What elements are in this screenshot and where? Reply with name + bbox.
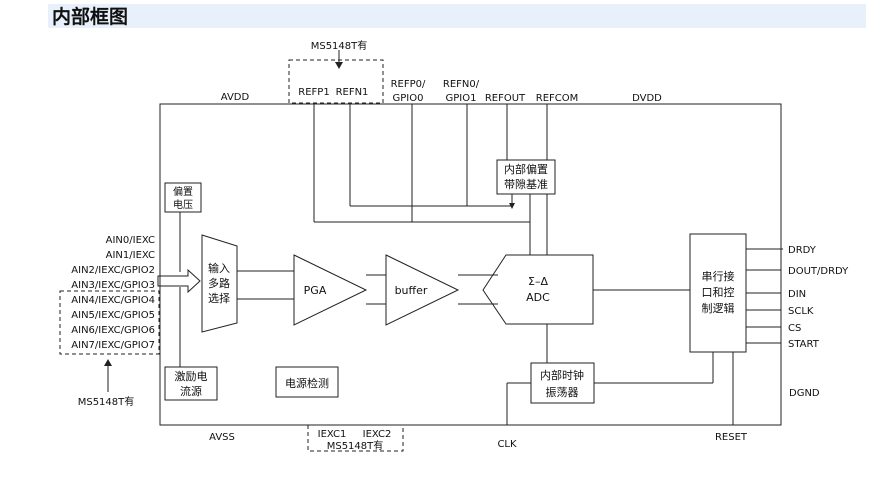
adc-label-1: Σ–Δ bbox=[528, 275, 548, 288]
ref-label-1: 内部偏置 bbox=[504, 162, 548, 176]
serial-label-2: 口和控 bbox=[702, 285, 735, 299]
refp1-label: REFP1 bbox=[298, 87, 329, 98]
dvdd-label: DVDD bbox=[632, 93, 662, 104]
power-detect-label: 电源检测 bbox=[285, 376, 329, 390]
pin-drdy: DRDY bbox=[788, 245, 817, 256]
adc-block bbox=[482, 254, 594, 325]
clock-label-1: 内部时钟 bbox=[540, 368, 584, 382]
page-title: 内部框图 bbox=[52, 6, 129, 28]
pin-dgnd: DGND bbox=[789, 388, 820, 399]
refout-label: REFOUT bbox=[485, 93, 526, 104]
pin-ain5: AIN5/IEXC/GPIO5 bbox=[71, 310, 155, 321]
refcom-label: REFCOM bbox=[536, 93, 579, 104]
reset-label: RESET bbox=[715, 432, 748, 443]
chip-outline bbox=[159, 103, 782, 426]
bottom-note-label: MS5148T有 bbox=[327, 439, 384, 452]
excitation-label-2: 流源 bbox=[180, 384, 202, 398]
gpio0-label: GPIO0 bbox=[393, 93, 424, 104]
avss-label: AVSS bbox=[209, 432, 235, 443]
input-arrow bbox=[157, 268, 201, 294]
title-bar bbox=[48, 4, 866, 28]
refn0-label: REFN0/ bbox=[443, 79, 480, 90]
clk-label: CLK bbox=[497, 439, 517, 450]
ref-label-2: 带隙基准 bbox=[504, 177, 548, 191]
excitation-source-block bbox=[164, 366, 218, 401]
mux-label-2: 多路 bbox=[208, 276, 230, 290]
bottom-note-box bbox=[307, 424, 404, 452]
serial-label-1: 串行接 bbox=[702, 270, 735, 283]
pin-ain6: AIN6/IEXC/GPIO6 bbox=[71, 325, 155, 336]
pin-start: START bbox=[788, 339, 820, 350]
pin-din: DIN bbox=[788, 289, 806, 300]
mux-label-3: 选择 bbox=[208, 291, 230, 305]
serial-label-3: 制逻辑 bbox=[702, 301, 735, 315]
pin-ain3: AIN3/IEXC/GPIO3 bbox=[71, 280, 155, 291]
pin-dout-drdy: DOUT/DRDY bbox=[788, 266, 849, 277]
pin-ain0: AIN0/IEXC bbox=[106, 235, 155, 246]
internal-reference-block bbox=[496, 159, 556, 195]
pin-ain2: AIN2/IEXC/GPIO2 bbox=[71, 265, 155, 276]
bias-label-1: 偏置 bbox=[173, 185, 193, 198]
pin-sclk: SCLK bbox=[788, 306, 814, 317]
excitation-label-1: 激励电 bbox=[175, 369, 208, 383]
input-mux-block bbox=[201, 234, 238, 333]
pin-cs: CS bbox=[788, 323, 801, 334]
avdd-label: AVDD bbox=[221, 92, 250, 103]
pin-ain7: AIN7/IEXC/GPIO7 bbox=[71, 340, 155, 351]
pin-ain1: AIN1/IEXC bbox=[106, 250, 155, 261]
iexc1-label: IEXC1 bbox=[318, 429, 347, 440]
pga-label: PGA bbox=[304, 284, 327, 297]
pin-ain4: AIN4/IEXC/GPIO4 bbox=[71, 295, 155, 306]
bias-label-2: 电压 bbox=[173, 198, 193, 211]
refn1-label: REFN1 bbox=[336, 87, 369, 98]
top-note-label: MS5148T有 bbox=[311, 39, 368, 52]
mux-label-1: 输入 bbox=[208, 261, 230, 275]
adc-label-2: ADC bbox=[526, 291, 550, 304]
refp0-label: REFP0/ bbox=[391, 79, 426, 90]
pga-block bbox=[293, 254, 368, 326]
gpio1-label: GPIO1 bbox=[446, 93, 477, 104]
clock-label-2: 振荡器 bbox=[546, 385, 579, 399]
buffer-label: buffer bbox=[395, 284, 428, 297]
top-note-box bbox=[288, 59, 384, 104]
bias-voltage-block bbox=[164, 182, 202, 213]
left-note-box bbox=[59, 290, 160, 355]
buffer-block bbox=[385, 254, 460, 326]
left-note-label: MS5148T有 bbox=[78, 395, 135, 408]
iexc2-label: IEXC2 bbox=[363, 429, 392, 440]
power-detect-block bbox=[275, 366, 339, 398]
